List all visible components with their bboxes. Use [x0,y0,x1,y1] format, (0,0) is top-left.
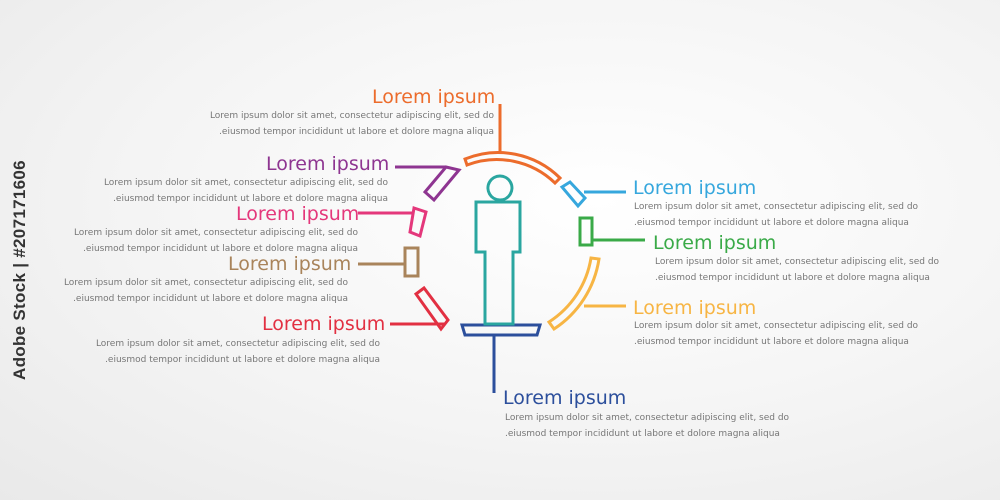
item-desc-line: .eiusmod tempor incididunt ut labore et … [113,194,388,204]
item-title-navy: Lorem ipsum [503,387,627,409]
item-desc-line: Lorem ipsum dolor sit amet, consectetur … [95,339,380,349]
item-desc-line: .eiusmod tempor incididunt ut labore et … [73,294,348,304]
item-title-green: Lorem ipsum [653,232,777,254]
item-desc-line: .eiusmod tempor incididunt ut labore et … [634,218,909,228]
item-desc-line: Lorem ipsum dolor sit amet, consectetur … [73,228,358,238]
item-title-yellow: Lorem ipsum [633,297,757,319]
item-desc-line: Lorem ipsum dolor sit amet, consectetur … [505,413,790,423]
item-title-pink: Lorem ipsum [236,203,360,225]
item-desc-line: .eiusmod tempor incididunt ut labore et … [83,244,358,254]
item-desc-line: .eiusmod tempor incididunt ut labore et … [634,337,909,347]
person-icon [474,174,522,326]
segment-purple [422,165,462,203]
segment-sky [559,180,588,209]
segment-green [578,216,594,247]
segment-tan [403,246,420,278]
item-desc-line: .eiusmod tempor incididunt ut labore et … [105,355,380,365]
stock-watermark-label: Adobe Stock | #207171606 [10,160,29,380]
item-desc-line: .eiusmod tempor incididunt ut labore et … [655,273,930,283]
item-title-purple: Lorem ipsum [266,153,390,175]
item-desc-line: Lorem ipsum dolor sit amet, consectetur … [634,202,919,212]
segment-yellow [546,256,601,332]
item-title-red: Lorem ipsum [262,313,386,335]
item-desc-line: .eiusmod tempor incididunt ut labore et … [219,127,494,137]
item-desc-sky: Lorem ipsum dolor sit amet, consectetur … [634,199,918,231]
item-desc-line: Lorem ipsum dolor sit amet, consectetur … [209,111,494,121]
item-desc-navy: Lorem ipsum dolor sit amet, consectetur … [505,410,789,442]
item-desc-line: Lorem ipsum dolor sit amet, consectetur … [655,257,940,267]
item-desc-line: Lorem ipsum dolor sit amet, consectetur … [103,178,388,188]
item-desc-pink: Lorem ipsum dolor sit amet, consectetur … [74,225,358,257]
item-desc-line: Lorem ipsum dolor sit amet, consectetur … [63,278,348,288]
item-desc-yellow: Lorem ipsum dolor sit amet, consectetur … [634,318,918,350]
item-title-orange: Lorem ipsum [372,86,496,108]
item-desc-tan: Lorem ipsum dolor sit amet, consectetur … [64,275,348,307]
segment-pink [408,206,428,239]
item-desc-line: .eiusmod tempor incididunt ut labore et … [505,429,780,439]
item-desc-green: Lorem ipsum dolor sit amet, consectetur … [655,254,939,286]
segment-red [413,285,450,332]
item-desc-red: Lorem ipsum dolor sit amet, consectetur … [96,336,380,368]
item-desc-orange: Lorem ipsum dolor sit amet, consectetur … [210,108,494,140]
item-desc-line: Lorem ipsum dolor sit amet, consectetur … [634,321,919,331]
item-title-sky: Lorem ipsum [633,177,757,199]
item-desc-purple: Lorem ipsum dolor sit amet, consectetur … [104,175,388,207]
item-title-tan: Lorem ipsum [228,253,352,275]
segment-navy [459,323,543,337]
segment-orange [463,151,563,186]
